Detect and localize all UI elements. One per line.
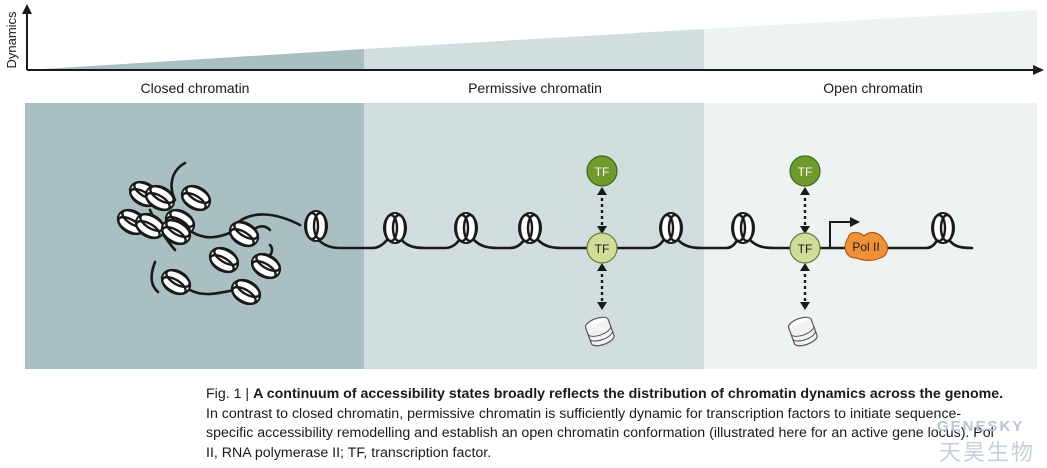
wedge-closed [27,49,364,70]
label-closed-chromatin: Closed chromatin [141,80,250,96]
tf-bound-permissive: TF [586,232,618,264]
pol-ii: Pol II [844,231,889,261]
exchange-arrows [600,192,807,303]
figure-caption: Fig. 1 | A continuum of accessibility st… [206,385,1006,463]
tf-free-circle [586,155,618,187]
caption-body: In contrast to closed chromatin, permiss… [206,405,994,461]
x-axis-arrow [1033,65,1044,75]
tf-free-permissive: TF [586,155,618,187]
wedge-permissive [364,29,704,70]
transcription-start-arrow [829,217,860,248]
tf-free-open: TF [789,155,821,187]
tf-bound-open: TF [789,232,821,264]
label-open-chromatin: Open chromatin [823,80,923,96]
axes: Dynamics [4,4,1044,75]
chromatin-diagram: Dynamics Closed chromatin Permissive chr… [4,4,1044,369]
tf-free-label: TF [798,165,813,179]
caption-fig-number: Fig. 1 | [206,386,254,402]
watermark-line2: 天昊生物 [939,440,1036,465]
caption-title: A continuum of accessibility states broa… [253,386,1004,402]
tf-free-label: TF [595,165,610,179]
watermark-line1: GENESKY [937,418,1025,435]
tf-free-circle [789,155,821,187]
tf-bound-circle [586,232,618,264]
pol-ii-shape [844,231,889,261]
label-permissive-chromatin: Permissive chromatin [468,80,602,96]
tf-bound-label: TF [595,242,610,256]
pol-ii-label: Pol II [852,240,879,254]
watermark-logo: GENESKY 天昊生物 [905,418,1035,465]
tf-bound-label: TF [798,242,813,256]
dynamics-wedge [27,10,1037,70]
y-axis-label: Dynamics [4,11,19,69]
exchange-arrowheads [597,187,810,310]
wedge-open [704,10,1037,70]
tf-bound-circle [789,232,821,264]
y-axis-arrow [22,4,32,14]
